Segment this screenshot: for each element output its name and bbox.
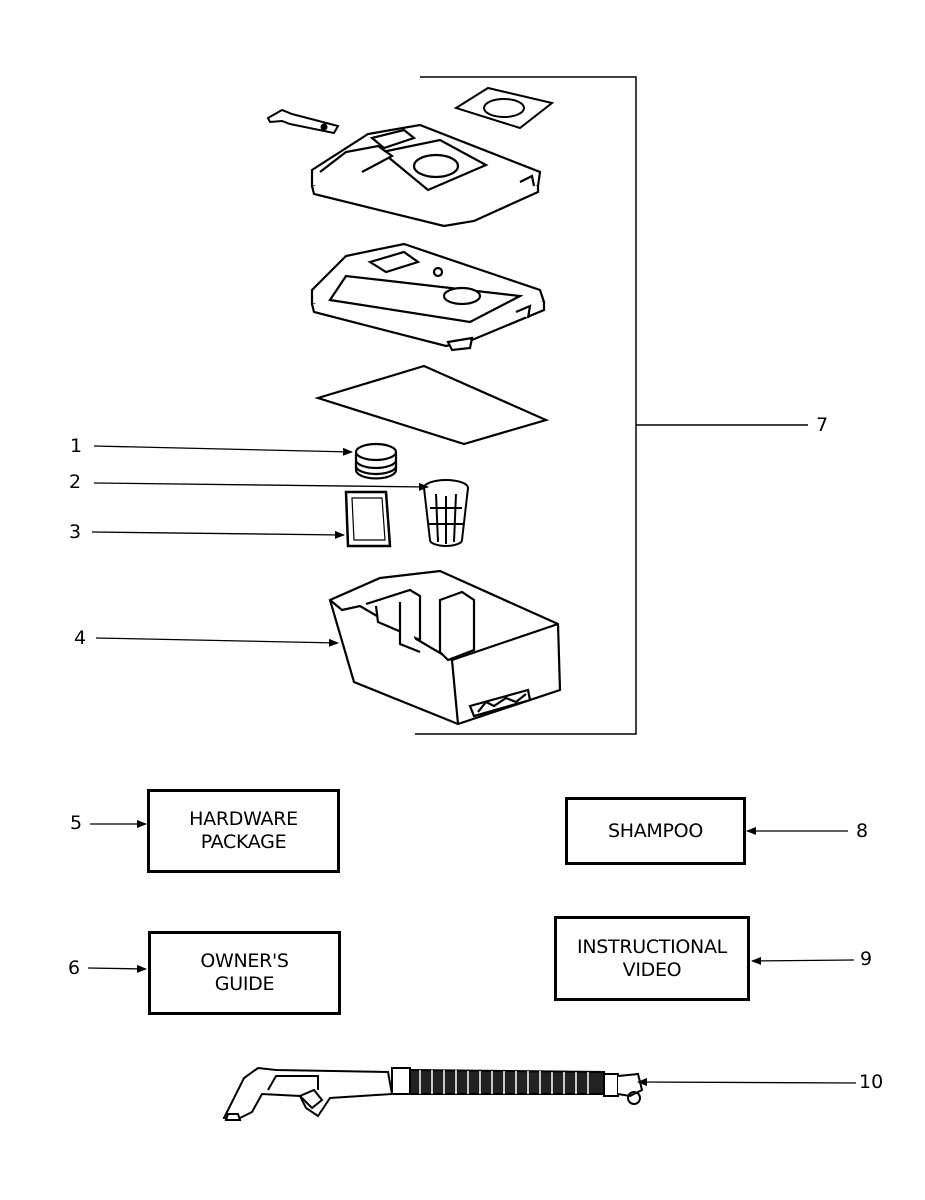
assembly-bracket: [415, 76, 808, 735]
leader-lines: [87, 445, 857, 1087]
hardware-line-2: PACKAGE: [200, 831, 287, 853]
callout-7: 7: [816, 414, 829, 436]
callout-9: 9: [860, 948, 873, 970]
tank-cover-icon: [310, 242, 546, 352]
strainer-icon: [423, 479, 469, 547]
callout-1: 1: [70, 435, 83, 457]
shampoo-label: SHAMPOO: [607, 819, 703, 842]
leader-3: [91, 530, 345, 539]
owners-line-1: OWNER'S: [200, 950, 289, 972]
video-line-1: INSTRUCTIONAL: [577, 935, 727, 958]
leader-6: [87, 964, 147, 973]
leader-10: [637, 1078, 857, 1087]
hardware-line-1: HARDWARE: [189, 808, 298, 830]
leader-9: [751, 956, 855, 965]
callout-8: 8: [856, 820, 869, 842]
float-icon: [354, 442, 398, 480]
callout-2: 2: [69, 471, 82, 493]
leader-1: [93, 445, 353, 456]
hose-tool-icon: [222, 1066, 644, 1122]
tank-base-icon: [328, 569, 562, 726]
callout-10: 10: [859, 1071, 884, 1093]
tank-lid-icon: [310, 123, 542, 228]
video-line-2: VIDEO: [622, 958, 682, 981]
bracket-icon: [266, 108, 340, 135]
filter-screen-icon: [344, 490, 392, 548]
callout-3: 3: [69, 521, 82, 543]
callout-4: 4: [74, 627, 87, 649]
gasket-icon: [453, 86, 555, 130]
owners-line-2: GUIDE: [214, 973, 275, 995]
leader-4: [95, 637, 339, 647]
callout-5: 5: [70, 812, 83, 834]
leader-2: [93, 482, 429, 491]
shampoo-box: SHAMPOO: [565, 797, 746, 865]
callout-6: 6: [68, 957, 81, 979]
filter-sheet-icon: [314, 364, 550, 446]
